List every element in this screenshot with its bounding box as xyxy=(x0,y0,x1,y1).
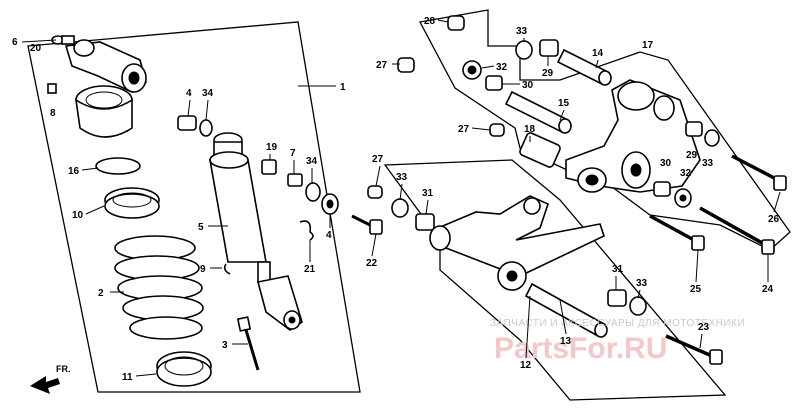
watermark-brand: PartsFor.RU xyxy=(494,332,667,365)
arm-assembly-frame xyxy=(419,9,791,251)
cap-27-top-part xyxy=(397,57,415,73)
callout-4-lower: 4 xyxy=(326,230,332,241)
upper-spring-seat-part xyxy=(74,85,133,138)
seal-34-upper-part xyxy=(199,119,213,137)
coil-spring-part xyxy=(114,235,204,340)
callout-5: 5 xyxy=(198,222,204,233)
callout-30-right: 30 xyxy=(660,158,672,169)
callout-31-left: 31 xyxy=(422,188,434,199)
callout-9: 9 xyxy=(200,264,206,275)
callout-32-top: 32 xyxy=(496,62,508,73)
bolt-part-22 xyxy=(351,214,383,235)
seal-33-left-part xyxy=(391,198,409,218)
callout-31-right: 31 xyxy=(612,264,624,275)
leader-lines xyxy=(21,19,781,377)
callout-27-top: 27 xyxy=(376,60,388,71)
shock-arm-17-part xyxy=(565,79,701,193)
bolt-24-part xyxy=(699,206,775,255)
callout-7: 7 xyxy=(290,148,296,159)
bearing-29-right-part xyxy=(685,121,703,137)
callout-15: 15 xyxy=(558,98,570,109)
callout-18: 18 xyxy=(524,124,536,135)
callout-21: 21 xyxy=(304,264,316,275)
stopper-ring-part xyxy=(95,157,141,175)
lower-spring-seat-part xyxy=(156,351,212,387)
callout-26: 26 xyxy=(768,214,780,225)
callout-23: 23 xyxy=(698,322,710,333)
callout-19: 19 xyxy=(266,142,278,153)
bearing-30-right-part xyxy=(653,181,671,197)
cap-27-low-part xyxy=(367,185,383,199)
callout-14: 14 xyxy=(592,48,604,59)
bolt-part-3 xyxy=(236,316,260,371)
callout-25: 25 xyxy=(690,284,702,295)
seal-33-low-part xyxy=(629,296,647,316)
callout-10: 10 xyxy=(72,210,84,221)
callout-34-upper: 34 xyxy=(202,88,214,99)
collar-7-part xyxy=(287,173,303,187)
callout-28: 28 xyxy=(424,16,436,27)
callout-12: 12 xyxy=(520,360,532,371)
cap-28-part xyxy=(447,15,465,31)
shock-body-part xyxy=(209,132,303,331)
callout-34-lower: 34 xyxy=(306,156,318,167)
front-arrow-label: FR. xyxy=(56,364,71,374)
cap-27-mid-part xyxy=(489,123,505,137)
clip-part-21 xyxy=(299,220,314,241)
callout-8: 8 xyxy=(50,108,56,119)
watermark-tagline: ЗАПЧАСТИ И АКСЕССУАРЫ ДЛЯ МОТОТЕХНИКИ xyxy=(490,318,745,329)
callout-3: 3 xyxy=(222,340,228,351)
bushing-31-right-part xyxy=(607,289,627,307)
spacer-15-part xyxy=(504,90,572,134)
callout-27-low: 27 xyxy=(372,154,384,165)
seal-33-top-part xyxy=(515,40,533,60)
seal-33-right-part xyxy=(704,129,720,147)
callout-16: 16 xyxy=(68,166,80,177)
callout-33-left: 33 xyxy=(396,172,408,183)
link-13-part xyxy=(429,195,605,291)
front-direction-arrow xyxy=(30,376,60,394)
callout-33-top: 33 xyxy=(516,26,528,37)
collar-4-upper-part xyxy=(177,115,197,131)
pin-part-9 xyxy=(223,263,231,275)
callout-29-top: 29 xyxy=(542,68,554,79)
callout-33-right: 33 xyxy=(702,158,714,169)
callout-22: 22 xyxy=(366,258,378,269)
callout-1: 1 xyxy=(340,82,346,93)
seal-34-lower-part xyxy=(305,182,321,202)
spring-guide-part xyxy=(104,187,160,219)
callout-33-low: 33 xyxy=(636,278,648,289)
callout-13: 13 xyxy=(560,336,572,347)
callout-20: 20 xyxy=(30,43,42,54)
spacer-14-part xyxy=(556,48,612,86)
callout-17: 17 xyxy=(642,40,654,51)
callout-4-upper: 4 xyxy=(186,88,192,99)
callout-30-top: 30 xyxy=(522,80,534,91)
callout-27-mid: 27 xyxy=(458,124,470,135)
bolt-23-part xyxy=(665,334,723,365)
callout-24: 24 xyxy=(762,284,774,295)
spacer-12-part xyxy=(524,282,608,338)
callout-11: 11 xyxy=(122,372,133,383)
upper-mount-part xyxy=(64,39,147,93)
bushing-31-left-part xyxy=(415,213,435,231)
shock-assembly-frame xyxy=(27,21,361,393)
callout-29-right: 29 xyxy=(686,150,698,161)
callout-32-right: 32 xyxy=(680,168,692,179)
callout-2: 2 xyxy=(98,288,104,299)
nut-part-8 xyxy=(47,83,57,94)
upper-bushing-part xyxy=(51,35,75,45)
bearing-30-top-part xyxy=(485,75,503,91)
bushing-19-part xyxy=(261,159,277,175)
collar-18-part xyxy=(519,132,561,168)
bearing-29-top-part xyxy=(539,39,559,57)
bolt-26-part xyxy=(731,154,787,191)
callout-6: 6 xyxy=(12,37,18,48)
